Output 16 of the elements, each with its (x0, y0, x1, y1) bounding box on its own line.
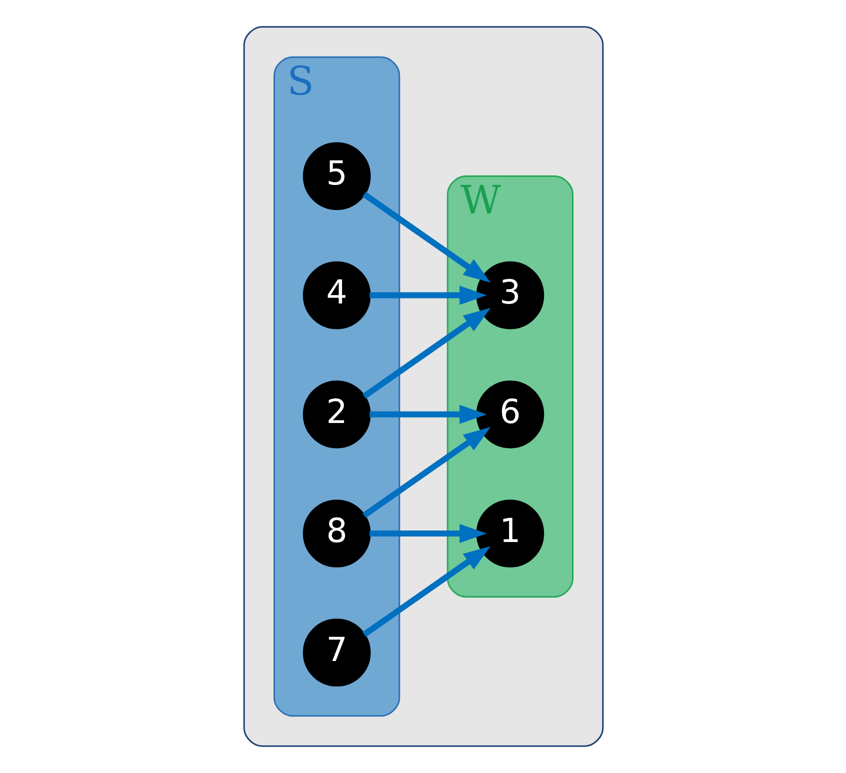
arrow (369, 286, 486, 305)
node-circle: 5 (302, 142, 370, 210)
node-circle: 2 (302, 380, 370, 448)
node-circle: 3 (476, 261, 544, 330)
cluster (242, 26, 604, 747)
node-circle: 8 (302, 500, 370, 568)
arrow (369, 404, 486, 424)
arrow (362, 427, 490, 518)
node-circle: 7 (302, 618, 370, 687)
arrow (362, 546, 490, 637)
arrow (362, 192, 490, 283)
arrow (369, 524, 486, 544)
node-circle: 6 (476, 380, 544, 448)
arrow (362, 308, 490, 399)
node-circle: 4 (302, 261, 370, 330)
node-circle: 1 (476, 500, 544, 568)
